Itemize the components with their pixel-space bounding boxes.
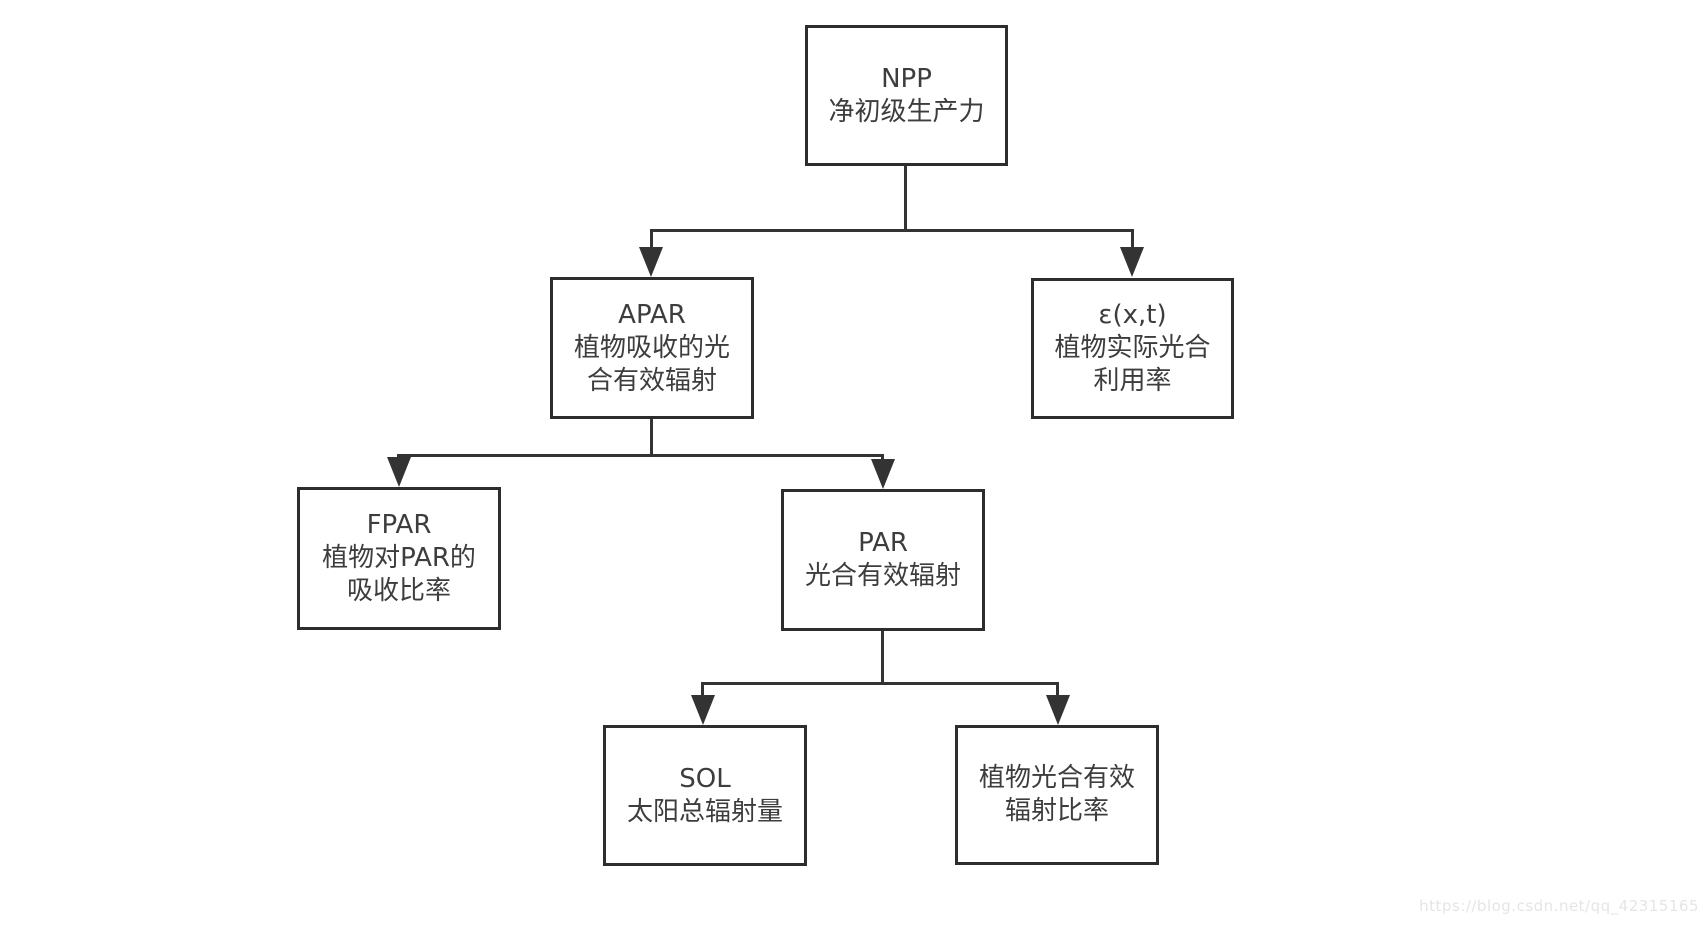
connector-par-crossbar xyxy=(701,682,1059,685)
node-par: PAR 光合有效辐射 xyxy=(781,489,985,631)
node-apar-abbr: APAR xyxy=(618,299,686,330)
watermark-url: https://blog.csdn.net/qq_42315165 xyxy=(1419,897,1699,915)
arrow-down-icon-apar xyxy=(639,247,663,277)
arrow-down-icon-fpar xyxy=(387,457,411,487)
connector-apar-stem xyxy=(650,419,653,457)
node-fpar-label2: 吸收比率 xyxy=(346,576,451,606)
arrow-down-icon-par xyxy=(871,459,895,489)
arrow-down-icon-sol xyxy=(691,695,715,725)
node-fpar-label1: 植物对PAR的 xyxy=(322,543,476,573)
connector-npp-stem xyxy=(904,164,907,232)
connector-ratio-drop xyxy=(1056,682,1059,698)
node-sol-label: 太阳总辐射量 xyxy=(626,796,783,827)
connector-apar-crossbar xyxy=(397,454,884,457)
node-apar: APAR 植物吸收的光 合有效辐射 xyxy=(550,277,754,419)
node-epsilon-abbr: ε(x,t) xyxy=(1098,300,1167,330)
node-fpar: FPAR 植物对PAR的 吸收比率 xyxy=(297,487,501,630)
node-apar-label2: 合有效辐射 xyxy=(586,365,717,396)
node-epsilon-label2: 利用率 xyxy=(1093,366,1172,396)
connector-par-drop xyxy=(881,454,884,462)
node-par-ratio: 植物光合有效 辐射比率 xyxy=(955,725,1159,865)
node-par-ratio-label1: 植物光合有效 xyxy=(978,763,1135,793)
node-fpar-abbr: FPAR xyxy=(366,510,432,540)
connector-par-stem xyxy=(881,631,884,685)
node-npp-label: 净初级生产力 xyxy=(828,96,985,127)
node-apar-label1: 植物吸收的光 xyxy=(573,332,730,363)
node-sol: SOL 太阳总辐射量 xyxy=(603,725,807,866)
node-epsilon-label1: 植物实际光合 xyxy=(1054,333,1211,363)
arrow-down-icon-ratio xyxy=(1046,695,1070,725)
arrow-down-icon-epsilon xyxy=(1120,247,1144,277)
node-par-ratio-label2: 辐射比率 xyxy=(1004,796,1109,826)
connector-epsilon-drop xyxy=(1131,229,1134,249)
node-npp: NPP 净初级生产力 xyxy=(805,25,1008,166)
node-epsilon: ε(x,t) 植物实际光合 利用率 xyxy=(1031,278,1234,419)
node-npp-abbr: NPP xyxy=(881,63,932,94)
node-sol-abbr: SOL xyxy=(679,763,731,794)
connector-sol-drop xyxy=(701,682,704,698)
node-par-abbr: PAR xyxy=(858,528,908,558)
node-par-label: 光合有效辐射 xyxy=(804,561,961,591)
connector-apar-drop xyxy=(650,229,653,249)
connector-npp-crossbar xyxy=(650,229,1134,232)
